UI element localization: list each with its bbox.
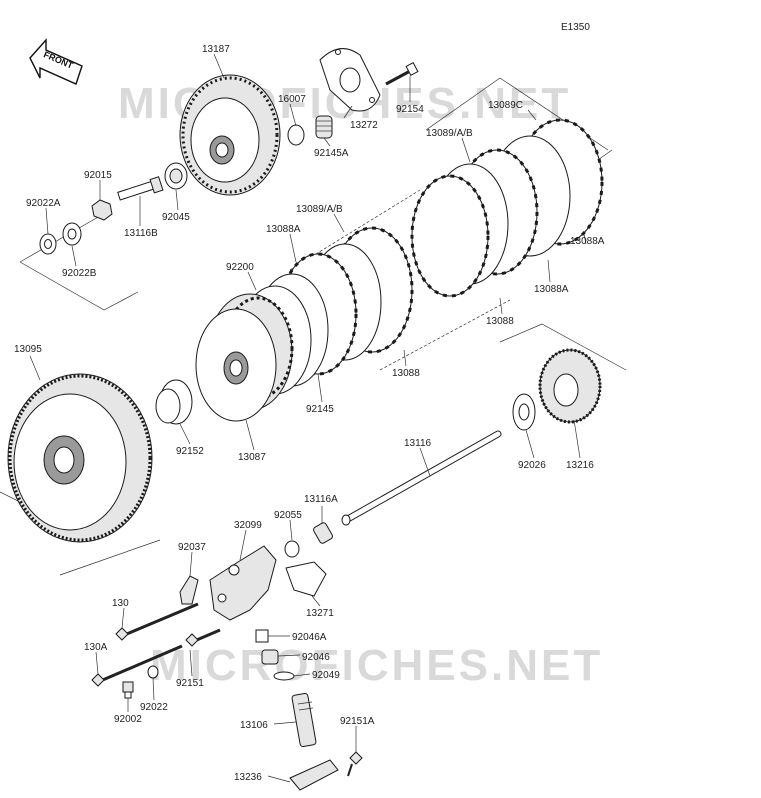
label-92046A: 92046A [292, 632, 327, 643]
bolt-92154 [385, 62, 419, 86]
label-13089AB-top: 13089/A/B [426, 128, 473, 139]
bearing-92046 [261, 649, 279, 665]
diagram-code: E1350 [561, 22, 590, 33]
bearing-92045 [164, 162, 188, 190]
pushrod-13116 [341, 430, 502, 526]
o-ring-16007 [287, 124, 305, 146]
seal-92049 [273, 671, 295, 681]
bolt-92151A [347, 751, 363, 777]
label-92151: 92151 [176, 678, 204, 689]
label-92037: 92037 [178, 542, 206, 553]
label-92154: 92154 [396, 104, 424, 115]
label-92046: 92046 [302, 652, 330, 663]
washer-92022B [62, 222, 82, 246]
label-13088-low: 13088 [392, 368, 420, 379]
collar-92152 [155, 379, 193, 425]
o-ring-92055 [284, 540, 300, 558]
label-92045: 92045 [162, 212, 190, 223]
bearing-92046A [255, 629, 269, 643]
label-32099: 32099 [234, 520, 262, 531]
washer-92022A [39, 233, 57, 255]
bolt-13116B [117, 176, 164, 201]
label-13116A: 13116A [304, 494, 338, 505]
bolt-92151 [185, 628, 221, 647]
label-92026: 92026 [518, 460, 546, 471]
washer-92026 [512, 393, 536, 431]
shaft-13106 [291, 692, 317, 748]
clutch-hub-13087 [195, 293, 294, 422]
nut-92015 [91, 199, 113, 221]
label-92022A: 92022A [26, 198, 61, 209]
clutch-plate-stack-upper [410, 118, 604, 298]
label-13116B: 13116B [124, 228, 158, 239]
label-13095: 13095 [14, 344, 42, 355]
label-92152: 92152 [176, 446, 204, 457]
label-92002: 92002 [114, 714, 142, 725]
label-13106: 13106 [240, 720, 268, 731]
front-arrow-icon: FRONT [29, 38, 83, 85]
lever-housing-32099 [209, 545, 327, 621]
spring-13116A [313, 522, 333, 544]
lever-13236 [289, 759, 339, 791]
gear-13216 [538, 348, 602, 424]
bolt-130A [91, 644, 183, 687]
label-92015: 92015 [84, 170, 112, 181]
label-13216: 13216 [566, 460, 594, 471]
bolt-130 [115, 602, 199, 641]
watermark-bottom: MICROFICHES.NET [150, 641, 603, 690]
label-13236: 13236 [234, 772, 262, 783]
label-130: 130 [112, 598, 129, 609]
part-labels: 13187 16007 13272 92154 92145A 13089C 13… [14, 44, 605, 783]
label-13116: 13116 [404, 438, 432, 449]
label-130A: 130A [84, 642, 108, 653]
label-13088-mid: 13088 [486, 316, 514, 327]
label-13088A-left: 13088A [266, 224, 301, 235]
label-13271: 13271 [306, 608, 334, 619]
label-92022: 92022 [140, 702, 168, 713]
clamp-92037 [179, 575, 199, 605]
spring-92145A [315, 115, 333, 139]
clutch-housing-13095 [7, 373, 153, 543]
clutch-hub-13187 [179, 74, 281, 196]
label-92055: 92055 [274, 510, 302, 521]
plate-13272 [319, 48, 381, 112]
label-13272: 13272 [350, 120, 378, 131]
label-92200: 92200 [226, 262, 254, 273]
label-16007: 16007 [278, 94, 306, 105]
label-92049: 92049 [312, 670, 340, 681]
label-92145A: 92145A [314, 148, 349, 159]
label-92151A: 92151A [340, 716, 375, 727]
label-13087: 13087 [238, 452, 266, 463]
washer-92022 [147, 665, 159, 679]
label-13088A-right: 13088A [570, 236, 605, 247]
label-92022B: 92022B [62, 268, 97, 279]
fitting-92002 [122, 681, 134, 699]
gasket-13271 [285, 561, 327, 597]
label-13088A-mid: 13088A [534, 284, 569, 295]
label-13089C: 13089C [488, 100, 523, 111]
label-13187: 13187 [202, 44, 230, 55]
label-13089AB-mid: 13089/A/B [296, 204, 343, 215]
leader-lines [29, 53, 587, 783]
label-92145: 92145 [306, 404, 334, 415]
